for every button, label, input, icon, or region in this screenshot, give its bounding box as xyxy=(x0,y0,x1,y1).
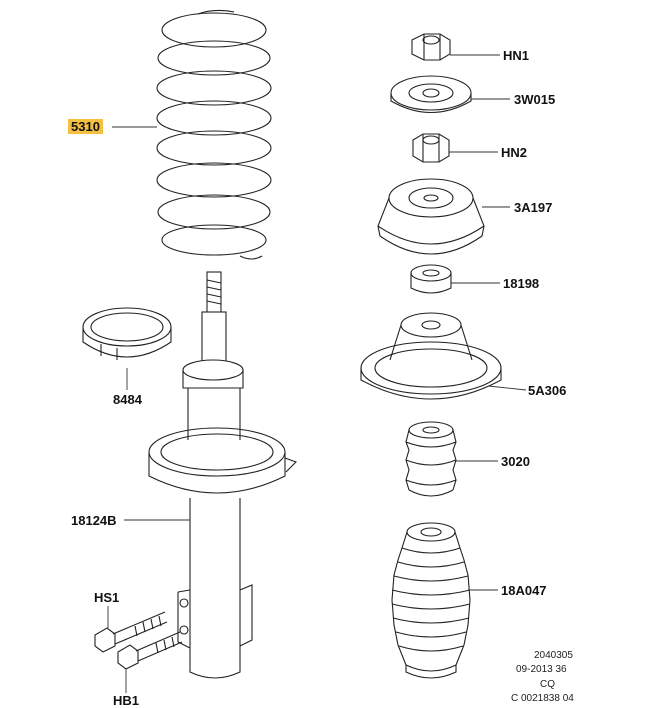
upper-spring-seat-5a306 xyxy=(360,312,502,400)
footer-line-3: CQ xyxy=(540,679,555,690)
bump-stop-3020 xyxy=(405,421,457,497)
strut-body xyxy=(148,271,297,679)
label-spring-seat-ring: 8484 xyxy=(113,392,142,407)
footer-line-1: 2040305 xyxy=(534,650,573,661)
spring-seat-ring xyxy=(82,307,172,360)
bolt-hs1 xyxy=(94,611,168,653)
label-bump-stop-3020: 3020 xyxy=(501,454,530,469)
coil-spring xyxy=(156,9,272,260)
label-dust-boot-18a047: 18A047 xyxy=(501,583,547,598)
label-mount-3a197: 3A197 xyxy=(514,200,553,215)
label-bolt-hs1: HS1 xyxy=(94,590,120,605)
label-strut: 18124B xyxy=(71,513,117,528)
label-coil-spring: 5310 xyxy=(68,119,103,134)
label-bearing-18198: 18198 xyxy=(503,276,540,291)
dust-boot-18a047 xyxy=(391,522,471,679)
footer-line-2: 09-2013 36 xyxy=(516,664,567,675)
label-washer-3w015: 3W015 xyxy=(514,92,556,107)
nut-hn1 xyxy=(411,33,451,61)
washer-3w015 xyxy=(390,75,472,114)
label-upper-seat-5a306: 5A306 xyxy=(528,383,567,398)
label-nut-hn1: HN1 xyxy=(503,48,530,63)
mount-3a197 xyxy=(377,178,485,255)
label-bolt-hb1: HB1 xyxy=(113,693,140,708)
label-nut-hn2: HN2 xyxy=(501,145,528,160)
footer-line-4: C 0021838 04 xyxy=(511,693,574,704)
nut-hn2 xyxy=(412,133,450,163)
bolt-hb1 xyxy=(117,631,183,670)
bearing-18198 xyxy=(410,264,452,294)
